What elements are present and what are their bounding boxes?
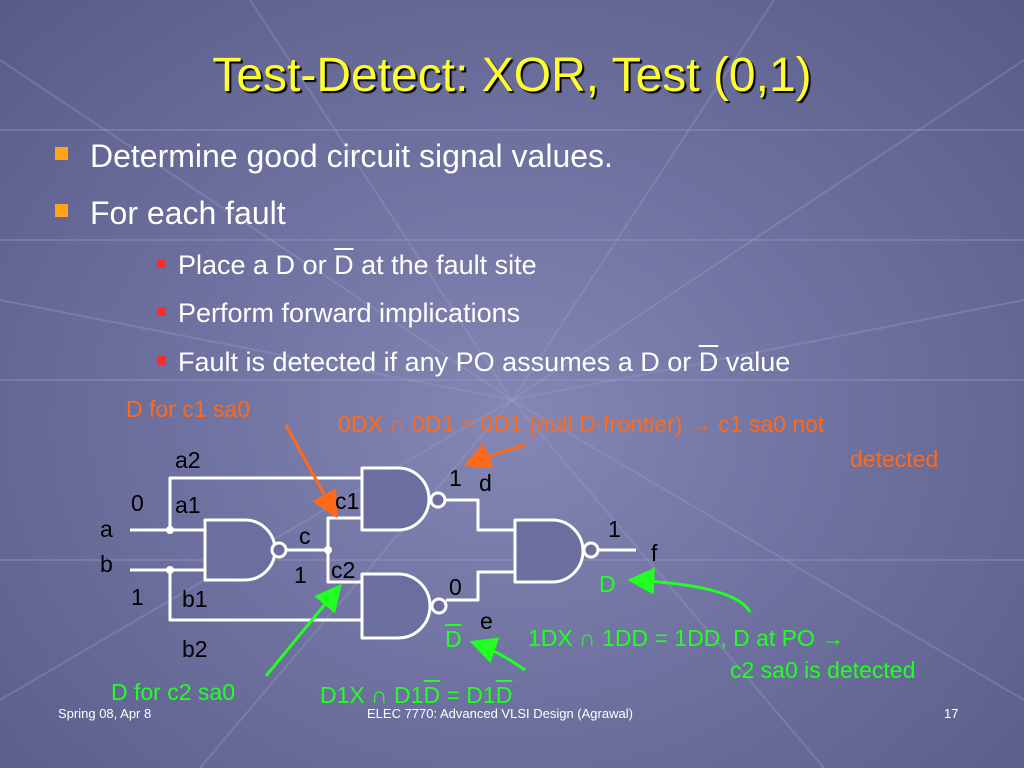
nand-gate-f	[513, 518, 585, 584]
fanout-dot-a	[166, 526, 174, 534]
arrow-null-frontier	[463, 443, 526, 469]
value-c: 1	[294, 562, 307, 588]
nand-bubble-f	[582, 541, 600, 559]
bullet-marker	[55, 147, 68, 160]
label-e: e	[480, 608, 493, 634]
wire-e	[446, 570, 515, 602]
nand-gate-c	[203, 518, 277, 582]
annotation-e-value: D	[445, 626, 462, 652]
bullet-marker	[55, 204, 68, 217]
wire-c1	[326, 516, 362, 550]
bullet-for-each-fault: For each fault	[90, 195, 286, 231]
footer-course: ELEC 7770: Advanced VLSI Design (Agrawal…	[367, 706, 633, 721]
value-f: 1	[608, 516, 621, 542]
wire-a2	[168, 476, 362, 530]
value-e: 0	[449, 574, 462, 600]
nand-bubble-e	[430, 597, 448, 615]
nand-gate-d	[360, 466, 431, 532]
label-a1: a1	[175, 492, 201, 518]
sub-bullet-marker	[157, 356, 166, 365]
arrow-e	[469, 637, 526, 672]
fanout-dot-b	[166, 566, 174, 574]
slide-title: Test-Detect: XOR, Test (0,1)	[212, 49, 812, 102]
label-b2: b2	[182, 636, 208, 662]
footer-date: Spring 08, Apr 8	[58, 706, 152, 721]
annotation-null-frontier: 0DX ∩ 0D1 = 0D1 (null D-frontier) → c1 s…	[338, 411, 825, 437]
wire-c2	[326, 550, 362, 584]
annotation-e-equation: D1X ∩ D1D = D1D	[320, 682, 513, 708]
label-c2: c2	[331, 557, 356, 583]
label-f: f	[651, 540, 658, 566]
sub-bullet-place: Place a D or D at the fault site	[178, 250, 537, 280]
sub-bullet-forward: Perform forward implications	[178, 298, 521, 328]
nand-bubble-d	[429, 491, 447, 509]
annotation-d-for-c2: D for c2 sa0	[111, 679, 235, 705]
value-b: 1	[131, 584, 144, 610]
label-a: a	[100, 516, 113, 542]
sub-bullet-detected: Fault is detected if any PO assumes a D …	[178, 347, 791, 377]
annotation-d-for-c1: D for c1 sa0	[126, 396, 250, 422]
annotation-not-detected: detected	[850, 446, 939, 472]
bullet-determine: Determine good circuit signal values.	[90, 138, 613, 174]
label-b1: b1	[182, 586, 208, 612]
sub-bullet-marker	[157, 307, 166, 316]
fanout-dot-c	[324, 546, 332, 554]
arrow-d-c1	[284, 424, 338, 519]
wire-b2	[168, 570, 362, 622]
label-b: b	[100, 551, 113, 577]
label-d: d	[479, 470, 492, 496]
annotation-f-value: D	[599, 571, 616, 597]
nand-bubble-c	[270, 541, 288, 559]
label-c1: c1	[335, 488, 360, 514]
sub-bullet-marker	[157, 259, 166, 268]
wire-d	[446, 498, 515, 532]
arrow-d-c2	[264, 583, 342, 677]
footer-page-number: 17	[944, 706, 959, 721]
value-d: 1	[449, 465, 462, 491]
annotation-po-equation: 1DX ∩ 1DD = 1DD, D at PO →	[528, 625, 845, 651]
label-a2: a2	[175, 447, 201, 473]
annotation-c2-detected: c2 sa0 is detected	[730, 657, 916, 683]
value-a: 0	[131, 490, 144, 516]
nand-gate-e	[360, 572, 432, 640]
arrow-po	[627, 567, 752, 613]
label-c: c	[299, 523, 311, 549]
